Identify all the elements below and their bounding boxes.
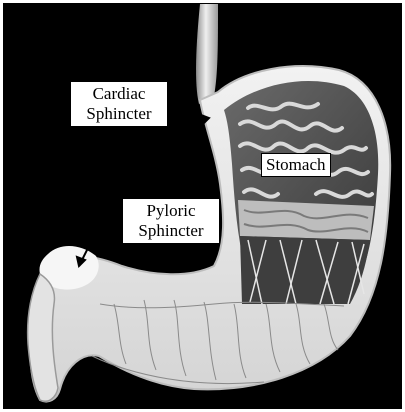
cardiac-label-line1: Cardiac [76,84,162,104]
muscle-band [238,200,374,240]
stomach-label-text: Stomach [266,155,326,175]
diagram-frame: Cardiac Sphincter Stomach Pyloric Sphinc… [3,3,402,409]
cardiac-sphincter-label: Cardiac Sphincter [71,82,167,126]
pointer-arrows [77,115,209,266]
pyloric-label-line2: Sphincter [128,221,214,241]
stomach-label: Stomach [261,153,331,177]
pyloric-label-line1: Pyloric [128,201,214,221]
pyloric-sphincter-label: Pyloric Sphincter [123,199,219,243]
esophagus [196,4,218,104]
cardiac-label-line2: Sphincter [76,104,162,124]
